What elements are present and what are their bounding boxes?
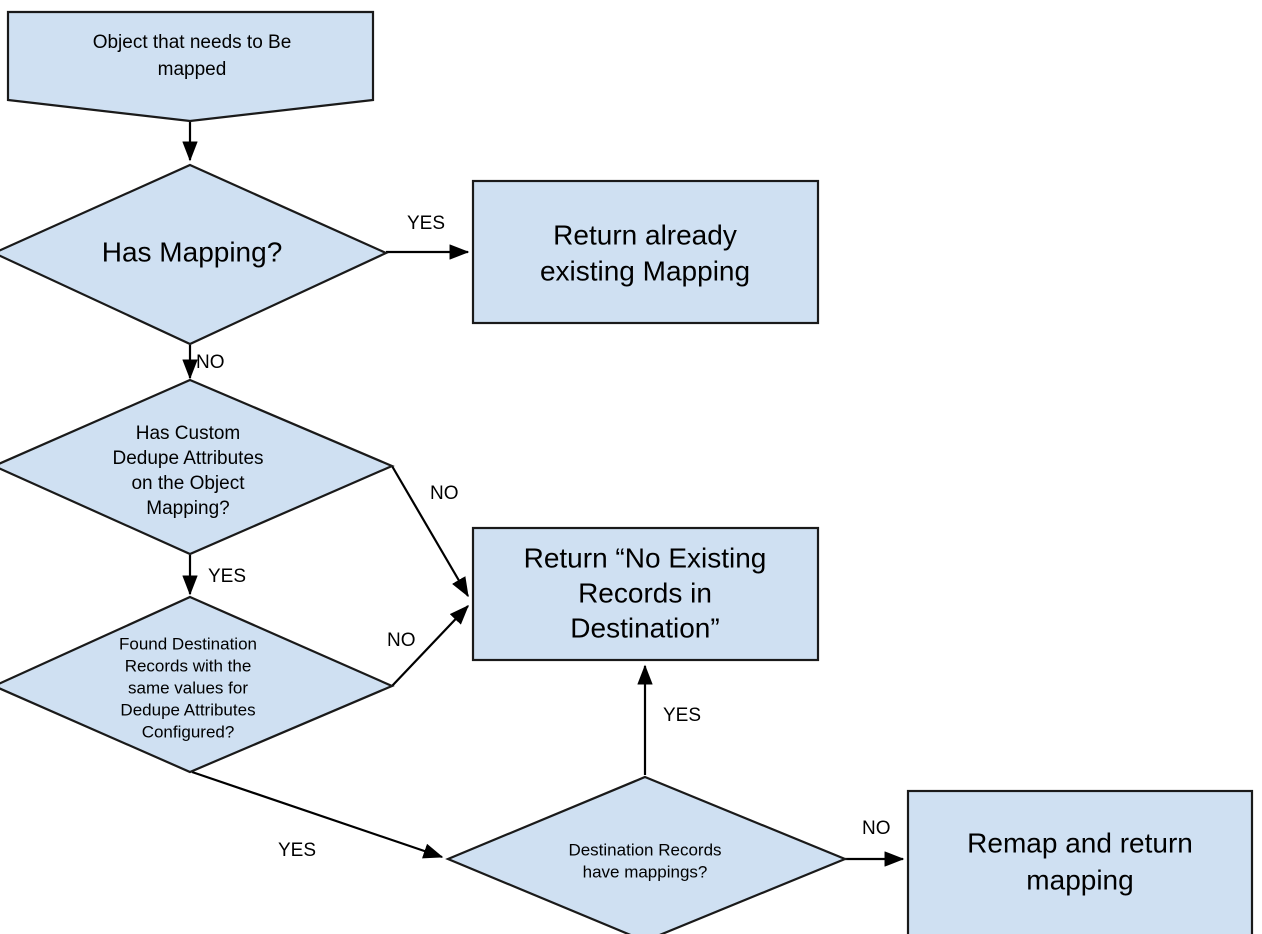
found-destination-line4: Dedupe Attributes bbox=[120, 700, 255, 719]
node-has-custom-dedupe-attributes[interactable]: Has Custom Dedupe Attributes on the Obje… bbox=[0, 378, 395, 556]
edge-has-custom-dedupe-no: NO bbox=[391, 465, 469, 598]
edge-label-found-destination-no: NO bbox=[387, 630, 416, 651]
remap-and-return-mapping-shape[interactable] bbox=[906, 789, 1254, 934]
edge-label-has-mapping-no: NO bbox=[196, 352, 225, 373]
has-custom-dedupe-line1: Has Custom bbox=[136, 423, 241, 444]
return-no-existing-line3: Destination” bbox=[570, 612, 719, 643]
start-label-line2: mapped bbox=[158, 59, 227, 80]
remap-and-return-line1: Remap and return bbox=[967, 827, 1193, 858]
found-destination-line3: same values for bbox=[128, 678, 248, 697]
remap-and-return-line2: mapping bbox=[1026, 864, 1133, 895]
start-shape[interactable] bbox=[6, 10, 375, 123]
edge-label-destination-mappings-no: NO bbox=[862, 818, 891, 839]
edge-has-custom-dedupe-yes: YES bbox=[182, 555, 246, 596]
found-destination-line2: Records with the bbox=[125, 656, 252, 675]
node-return-existing-mapping[interactable]: Return already existing Mapping bbox=[471, 179, 820, 325]
node-start[interactable]: Object that needs to Be mapped bbox=[6, 10, 375, 123]
edge-destination-mappings-yes: YES bbox=[637, 664, 701, 775]
found-destination-line5: Configured? bbox=[142, 722, 235, 741]
has-custom-dedupe-line3: on the Object bbox=[131, 473, 245, 494]
edge-label-found-destination-yes: YES bbox=[278, 840, 316, 861]
node-found-destination-records[interactable]: Found Destination Records with the same … bbox=[0, 595, 395, 774]
has-custom-dedupe-attributes-shape[interactable] bbox=[0, 378, 395, 556]
start-label-line1: Object that needs to Be bbox=[93, 32, 292, 53]
edge-has-mapping-yes: YES bbox=[386, 213, 470, 260]
found-destination-records-shape[interactable] bbox=[0, 595, 395, 774]
return-no-existing-line1: Return “No Existing bbox=[524, 542, 767, 573]
has-mapping-shape[interactable] bbox=[0, 163, 389, 346]
edge-found-destination-no: NO bbox=[387, 605, 469, 687]
has-custom-dedupe-line4: Mapping? bbox=[146, 498, 229, 519]
destination-records-have-mappings-shape[interactable] bbox=[445, 775, 848, 934]
return-no-existing-records-shape[interactable] bbox=[471, 526, 820, 662]
node-has-mapping[interactable]: Has Mapping? bbox=[0, 163, 389, 346]
return-no-existing-line2: Records in bbox=[578, 577, 712, 608]
edge-label-has-mapping-yes: YES bbox=[407, 213, 445, 234]
destination-mappings-line2: have mappings? bbox=[583, 862, 708, 881]
edge-found-destination-yes: YES bbox=[191, 770, 444, 861]
destination-mappings-line1: Destination Records bbox=[568, 840, 721, 859]
node-destination-records-have-mappings[interactable]: Destination Records have mappings? bbox=[445, 775, 848, 934]
edge-label-destination-mappings-yes: YES bbox=[663, 705, 701, 726]
has-mapping-label: Has Mapping? bbox=[102, 236, 283, 267]
edge-label-has-custom-dedupe-no: NO bbox=[430, 483, 459, 504]
has-custom-dedupe-line2: Dedupe Attributes bbox=[112, 448, 263, 469]
node-return-no-existing-records[interactable]: Return “No Existing Records in Destinati… bbox=[471, 526, 820, 662]
return-existing-mapping-line1: Return already bbox=[553, 219, 737, 250]
return-existing-mapping-shape[interactable] bbox=[471, 179, 820, 325]
return-existing-mapping-line2: existing Mapping bbox=[540, 255, 750, 286]
edge-label-has-custom-dedupe-yes: YES bbox=[208, 566, 246, 587]
found-destination-line1: Found Destination bbox=[119, 634, 257, 653]
edge-has-mapping-no: NO bbox=[182, 345, 225, 380]
edge-destination-mappings-no: NO bbox=[845, 818, 905, 867]
node-remap-and-return-mapping[interactable]: Remap and return mapping bbox=[906, 789, 1254, 934]
